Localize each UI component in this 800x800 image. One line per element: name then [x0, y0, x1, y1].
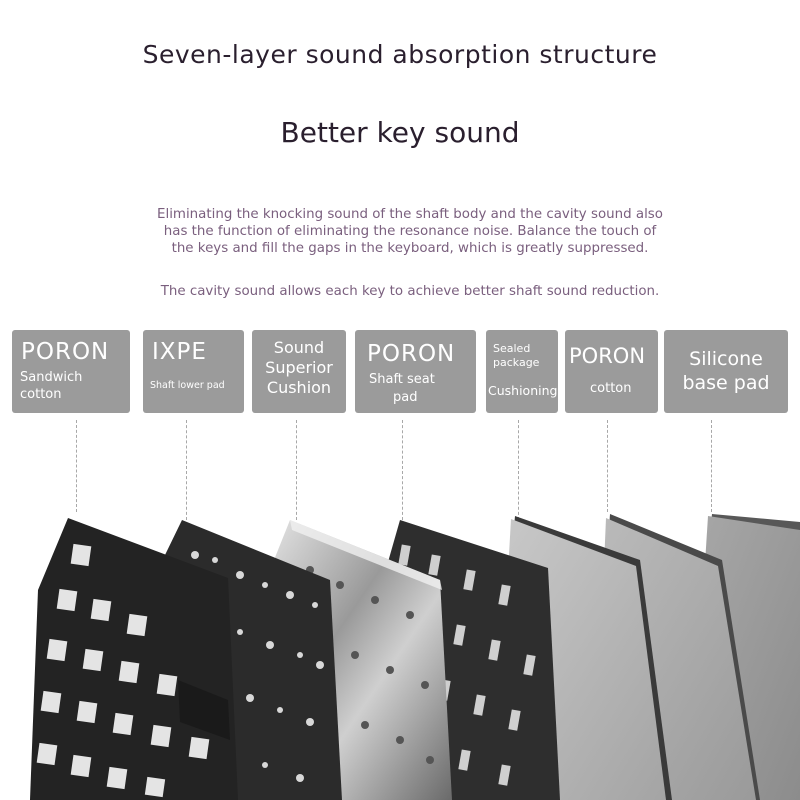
layer-label-sub: pad	[393, 390, 418, 405]
connector-line	[518, 420, 520, 520]
layer-label-sub: Shaft seat	[369, 372, 435, 387]
layer-label-main: PORON	[569, 344, 646, 368]
layer-label-main: base pad	[682, 372, 770, 394]
layer-label-sub: Sandwich	[20, 370, 83, 385]
layer-label-main: IXPE	[152, 339, 207, 365]
poron-sandwich-layer	[30, 518, 238, 800]
connector-line	[402, 420, 404, 520]
description-line: the keys and fill the gaps in the keyboa…	[171, 241, 649, 256]
layer-label-sub: cotton	[20, 387, 62, 402]
layer-label-silicone-base: Silicone base pad	[664, 330, 788, 413]
connector-line	[607, 420, 609, 512]
connector-line	[711, 420, 713, 512]
layer-label-main: Superior	[265, 358, 333, 377]
connector-line	[186, 420, 188, 520]
layer-label-sub: cotton	[590, 381, 632, 396]
layer-label-sub: Sealed	[493, 342, 531, 355]
connector-line	[296, 420, 298, 520]
layer-label-poron-shaft-seat: PORON Shaft seat pad	[355, 330, 476, 413]
layer-label-sub: Cushioning	[488, 383, 558, 398]
page-subtitle: Better key sound	[280, 116, 520, 149]
layer-label-poron-sandwich: PORON Sandwich cotton	[12, 330, 130, 413]
layer-label-sub: Shaft lower pad	[150, 380, 225, 391]
layer-label-main: Silicone	[689, 348, 763, 370]
connector-line	[76, 420, 78, 512]
description-note: The cavity sound allows each key to achi…	[160, 284, 660, 299]
description-line: Eliminating the knocking sound of the sh…	[157, 207, 663, 222]
layer-label-main: PORON	[367, 341, 456, 367]
layer-label-sound-cushion: Sound Superior Cushion	[252, 330, 346, 413]
layer-label-main: Sound	[273, 338, 325, 357]
layer-label-poron-cotton: PORON cotton	[565, 330, 658, 413]
page-title: Seven-layer sound absorption structure	[142, 40, 658, 69]
layer-label-sub: package	[493, 356, 540, 369]
description-line: has the function of eliminating the reso…	[163, 224, 657, 239]
layer-label-sealed-cushioning: Sealed package Cushioning	[486, 330, 558, 413]
description-paragraph: Eliminating the knocking sound of the sh…	[110, 206, 710, 257]
layer-label-main: Cushion	[266, 378, 332, 397]
layer-label-ixpe: IXPE Shaft lower pad	[143, 330, 244, 413]
layer-label-main: PORON	[21, 339, 110, 365]
